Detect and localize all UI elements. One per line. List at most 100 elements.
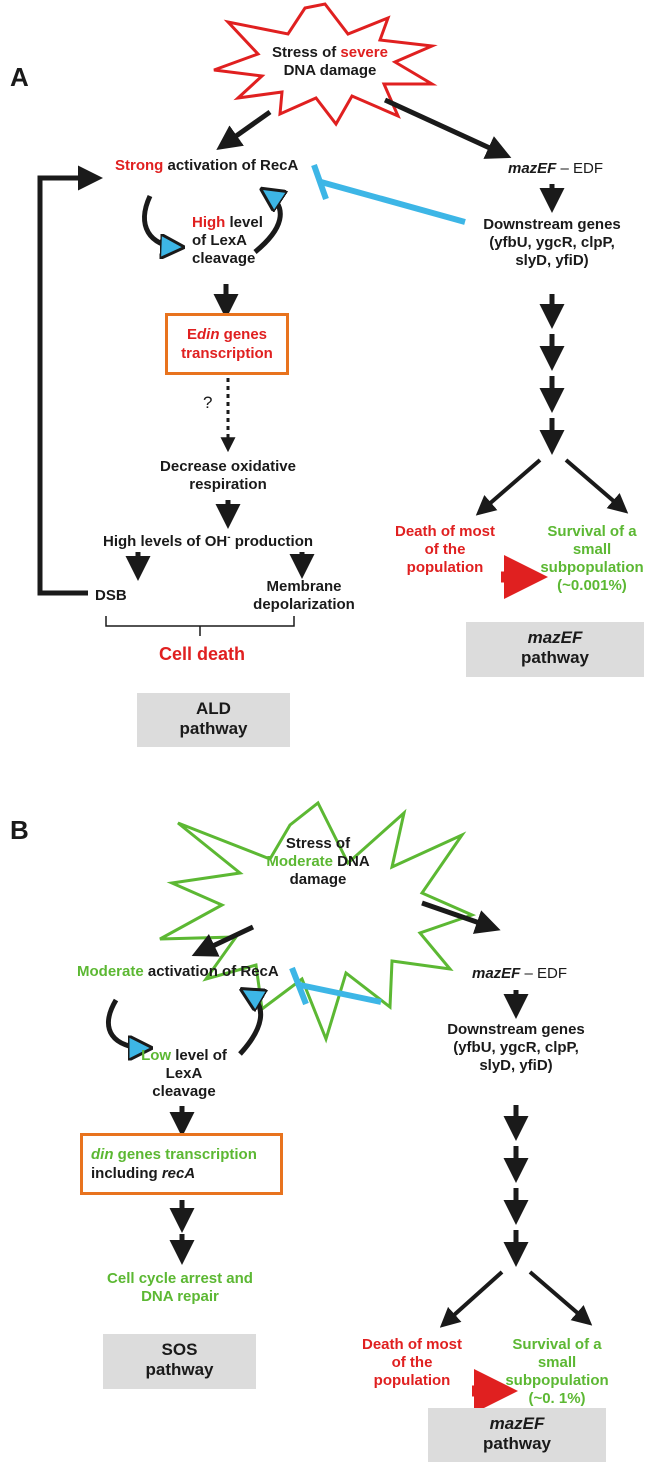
recA-a-intensity: Strong (115, 157, 164, 174)
sos-pathway-box: SOS pathway (103, 1334, 256, 1389)
stress-a-line1: Stress of (272, 44, 341, 61)
oh-a: High levels of OH (103, 533, 228, 550)
inhibit-line-A (320, 179, 466, 225)
death-b-l1: Death of most (361, 1336, 463, 1353)
survival-a-l3: subpopulation (540, 559, 644, 576)
lexA-b-l1: level of (171, 1047, 227, 1064)
survival-b-l2: small (537, 1354, 577, 1371)
curve-arrow-lexA-to-recA-B (240, 992, 261, 1056)
membrane-depolarization: Membrane depolarization (253, 578, 355, 614)
panel-b-label: B (10, 815, 29, 845)
din-b-l2a: including (91, 1165, 162, 1182)
mazEF-a-italic: mazEF (508, 160, 557, 177)
question-mark: ? (203, 393, 213, 412)
maz-a-l1: mazEF (527, 628, 583, 647)
edf-b: – EDF (520, 965, 568, 982)
maz-b-l2: pathway (482, 1434, 552, 1453)
inhibit-line-B (299, 982, 382, 1005)
curve-arrow-recA-to-lexA-B (106, 998, 146, 1048)
dsb-label: DSB (95, 587, 127, 604)
arrow-stressB-to-mazEF (421, 900, 501, 934)
mazEF-pathway-box-a: mazEF pathway (466, 622, 644, 677)
death-a-l1: Death of most (394, 523, 496, 540)
lexA-cleavage-b: Low level of LexA cleavage (141, 1047, 227, 1101)
recA-a-text: activation of RecA (163, 157, 299, 174)
mazEF-edf-b: mazEF – EDF (472, 965, 567, 983)
recA-b-text: activation of RecA (143, 963, 279, 980)
survival-a-l4: (~0.001%) (557, 577, 627, 594)
downstream-b-l2: (yfbU, ygcR, clpP, (453, 1039, 579, 1056)
lexA-a-l2: of LexA (192, 232, 248, 249)
edf-a: – EDF (556, 160, 604, 177)
downstream-genes-b: Downstream genes (yfbU, ygcR, clpP, slyD… (447, 1021, 585, 1075)
survival-a-l2: small (572, 541, 612, 558)
mazEF-b-italic: mazEF (472, 965, 521, 982)
din-b-italic: din (91, 1146, 114, 1163)
inhibit-bar-A (311, 164, 329, 200)
outcome-l1: Cell cycle arrest and (107, 1270, 253, 1287)
lexA-b-l3: cleavage (152, 1083, 216, 1100)
survival-a-l1: Survival of a (547, 523, 637, 540)
arrow-dsb-feedback (37, 165, 104, 596)
downstream-b-l1: Downstream genes (447, 1021, 585, 1038)
death-most-a: Death of most of the population (395, 523, 495, 577)
recA-activation-a: Strong activation of RecA (115, 157, 298, 175)
arrow-stressB-to-recA (191, 924, 255, 957)
starburst-severe (213, 2, 438, 127)
stress-b-severity: Moderate (266, 853, 334, 870)
survival-a: Survival of a small subpopulation (~0.00… (540, 523, 643, 595)
death-b-l3: population (373, 1372, 451, 1389)
oh-b: production (230, 533, 314, 550)
arrow-to-survival-B (528, 1270, 593, 1326)
survival-b-l4: (~0. 1%) (528, 1390, 586, 1407)
stress-severe-label: Stress of severe DNA damage (272, 44, 388, 80)
recA-activation-b: Moderate activation of RecA (77, 963, 279, 981)
oh-sup: - (227, 532, 231, 543)
sos-l2: pathway (145, 1360, 214, 1379)
downstream-a-l2: (yfbU, ygcR, clpP, (489, 234, 615, 251)
lexA-cleavage-a: High level of LexA cleavage (192, 214, 263, 268)
stress-a-severity: severe (340, 44, 388, 61)
arrow-stress-to-recA (216, 109, 272, 151)
downstream-a-l3: slyD, yfiD) (515, 252, 589, 269)
ald-l2: pathway (179, 719, 248, 738)
edin-box-l1a: E (186, 326, 197, 343)
lexA-a-level: High (192, 214, 226, 231)
death-a-l3: population (406, 559, 484, 576)
oh-production: High levels of OH- production (103, 529, 313, 551)
downstream-b-l3: slyD, yfiD) (479, 1057, 553, 1074)
edin-box-l1c: genes (219, 326, 268, 343)
ald-pathway-box: ALD pathway (137, 693, 290, 747)
maz-a-l2: pathway (520, 648, 590, 667)
stress-b-l1: Stress of (285, 835, 351, 852)
lexA-a-l1: level (225, 214, 263, 231)
edin-box-l1b: din (196, 326, 220, 343)
death-most-b: Death of most of the population (362, 1336, 462, 1390)
arrow-to-survival-A (564, 458, 629, 514)
cell-death-label: Cell death (158, 644, 246, 664)
arrow-to-death-B (439, 1270, 504, 1328)
death-b-l2: of the (391, 1354, 433, 1371)
downstream-genes-a: Downstream genes (yfbU, ygcR, clpP, slyD… (483, 216, 621, 270)
survival-b: Survival of a small subpopulation (~0. 1… (505, 1336, 608, 1408)
panel-a-label: A (10, 62, 29, 92)
downstream-a-l1: Downstream genes (483, 216, 621, 233)
din-genes-box: din genes transcription including recA (80, 1133, 283, 1195)
decrease-l2: respiration (189, 476, 267, 493)
survival-b-l1: Survival of a (512, 1336, 602, 1353)
decrease-l1: Decrease oxidative (160, 458, 296, 475)
din-b-l2b: recA (161, 1165, 196, 1182)
mazEF-edf-a: mazEF – EDF (508, 160, 603, 178)
outcome-l2: DNA repair (141, 1288, 219, 1305)
edin-genes-box: Edin genes transcription (165, 313, 289, 375)
curve-arrow-lexA-to-recA (253, 192, 280, 254)
decrease-respiration: Decrease oxidative respiration (160, 458, 296, 494)
recA-b-intensity: Moderate (77, 963, 144, 980)
lexA-b-l2: LexA (165, 1065, 203, 1082)
membrane-l1: Membrane (266, 578, 342, 595)
stress-a-line2: DNA damage (283, 62, 377, 79)
stress-b-l2: DNA (333, 853, 370, 870)
edin-box-l2: transcription (181, 345, 273, 362)
stress-b-l3: damage (289, 871, 347, 888)
